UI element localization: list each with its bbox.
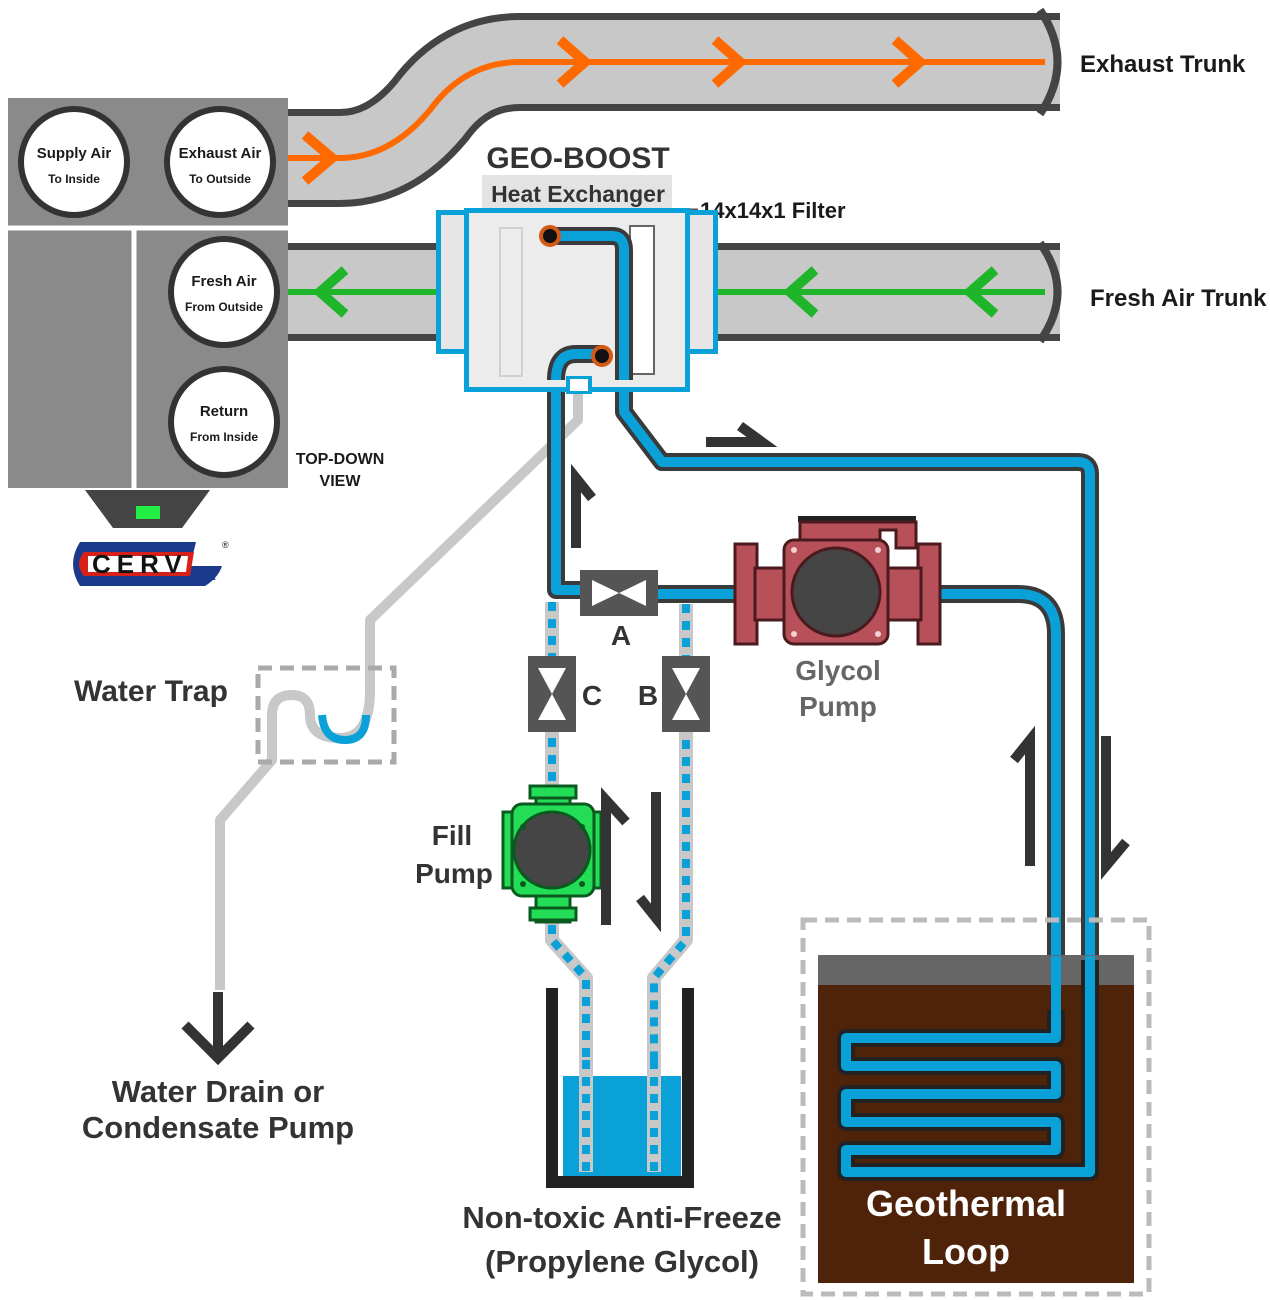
- view-label-2: VIEW: [320, 473, 362, 490]
- title: GEO-BOOST: [486, 142, 669, 175]
- svg-text:To Inside: To Inside: [48, 172, 100, 186]
- trap-water: [318, 714, 370, 745]
- port-exhaust-air: Exhaust Air To Outside: [164, 106, 276, 218]
- view-label-1: TOP-DOWN: [296, 451, 385, 468]
- glycol-pump-label-2: Pump: [799, 691, 877, 722]
- logo-suffix: 2: [208, 567, 216, 583]
- title-backdrop: [482, 175, 672, 208]
- core-slot: [499, 227, 523, 377]
- valve-c-label: C: [582, 680, 602, 711]
- filter-slot: [629, 225, 655, 375]
- svg-text:From Inside: From Inside: [190, 430, 258, 444]
- fill-lines: [545, 602, 693, 1120]
- unit-indicator-light: [136, 506, 160, 519]
- svg-text:Exhaust Air: Exhaust Air: [179, 145, 262, 162]
- loop-label-2: Loop: [922, 1231, 1010, 1272]
- heat-exchanger: [436, 208, 718, 394]
- duct-end-cap: [1036, 7, 1062, 117]
- arrow-right: [706, 421, 778, 447]
- valve-a-label: A: [611, 620, 631, 651]
- drain-label-2: Condensate Pump: [82, 1110, 354, 1145]
- antifreeze-label-1: Non-toxic Anti-Freeze: [462, 1200, 781, 1235]
- svg-text:From Outside: From Outside: [185, 300, 263, 314]
- arrow-down-2: [636, 792, 661, 933]
- filter-label: 14x14x1 Filter: [700, 198, 846, 223]
- subtitle: Heat Exchanger: [491, 181, 665, 207]
- logo-text: CERV: [92, 549, 188, 579]
- exhaust-duct: [270, 7, 1062, 207]
- drain-line: [181, 378, 583, 1066]
- water-trap-box: [255, 665, 397, 765]
- glycol-pump: [733, 516, 942, 646]
- svg-text:Fresh Air: Fresh Air: [191, 273, 256, 290]
- arrow-up-3: [1010, 725, 1035, 866]
- loop-boundary: [800, 917, 1152, 1297]
- logo-registered: ®: [222, 540, 229, 550]
- fresh-air-trunk-label: Fresh Air Trunk: [1090, 285, 1267, 312]
- geothermal-loop: Geothermal Loop: [800, 917, 1152, 1297]
- drain-arrow: [181, 992, 255, 1066]
- exhaust-trunk-label: Exhaust Trunk: [1080, 51, 1246, 78]
- valve-a: [580, 570, 658, 616]
- water-trap-label: Water Trap: [74, 675, 228, 708]
- drain-label-1: Water Drain or: [112, 1074, 324, 1109]
- pipe-connector-bottom: [591, 345, 613, 367]
- port-return: Return From Inside: [168, 366, 280, 478]
- svg-text:To Outside: To Outside: [189, 172, 251, 186]
- exhaust-flow-line: [275, 59, 1045, 161]
- fresh-flow-arrows: [312, 266, 999, 318]
- svg-text:Return: Return: [200, 403, 248, 420]
- port-fresh-air: Fresh Air From Outside: [168, 236, 280, 348]
- arrow-down-3: [1101, 736, 1130, 880]
- arrow-up-2: [601, 787, 630, 925]
- exhaust-flow-arrows: [301, 36, 928, 185]
- arrow-up-1: [571, 463, 596, 548]
- valve-c: [528, 656, 576, 732]
- cerv-logo: CERV 2 ®: [73, 540, 229, 586]
- flow-arrows: [571, 421, 1130, 933]
- port-supply-air: Supply Air To Inside: [18, 106, 130, 218]
- antifreeze-label-2: (Propylene Glycol): [485, 1244, 759, 1279]
- loop-label-1: Geothermal: [866, 1183, 1066, 1224]
- pipe-connector-top: [539, 225, 561, 247]
- fill-pump-label-2: Pump: [415, 858, 493, 889]
- fill-pump: [501, 784, 603, 924]
- valve-b-label: B: [638, 680, 658, 711]
- fill-pump-label-1: Fill: [432, 820, 472, 851]
- glycol-pump-label-1: Glycol: [795, 655, 881, 686]
- antifreeze-tank: [546, 988, 694, 1188]
- svg-text:Supply Air: Supply Air: [37, 145, 112, 162]
- valve-b: [662, 656, 710, 732]
- duct-end-cap: [1036, 240, 1062, 344]
